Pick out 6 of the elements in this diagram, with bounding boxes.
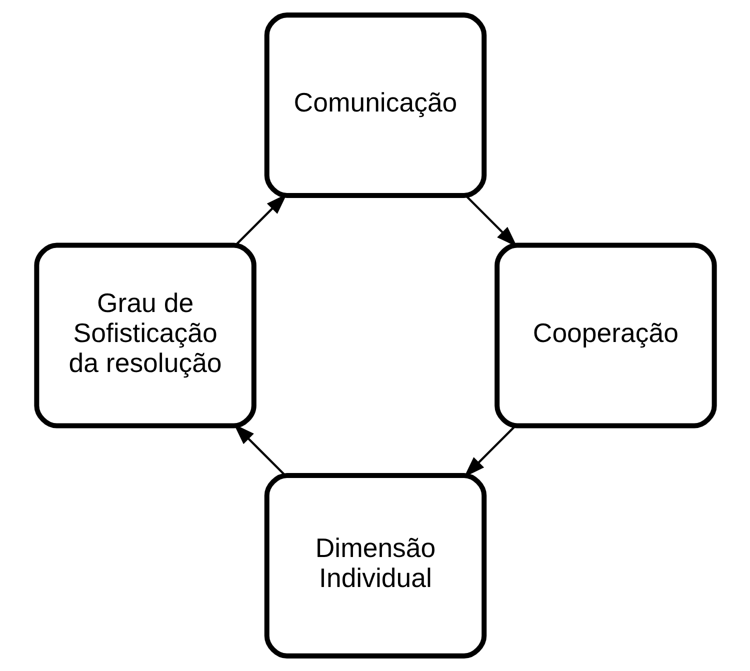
node-box: Dimensão Individual xyxy=(264,472,486,658)
node-box: Comunicação xyxy=(264,12,486,198)
node-box: Grau de Sofisticação da resolução xyxy=(34,242,256,428)
arrow xyxy=(234,194,287,246)
arrow xyxy=(463,425,516,478)
node-box: Cooperação xyxy=(494,242,716,428)
